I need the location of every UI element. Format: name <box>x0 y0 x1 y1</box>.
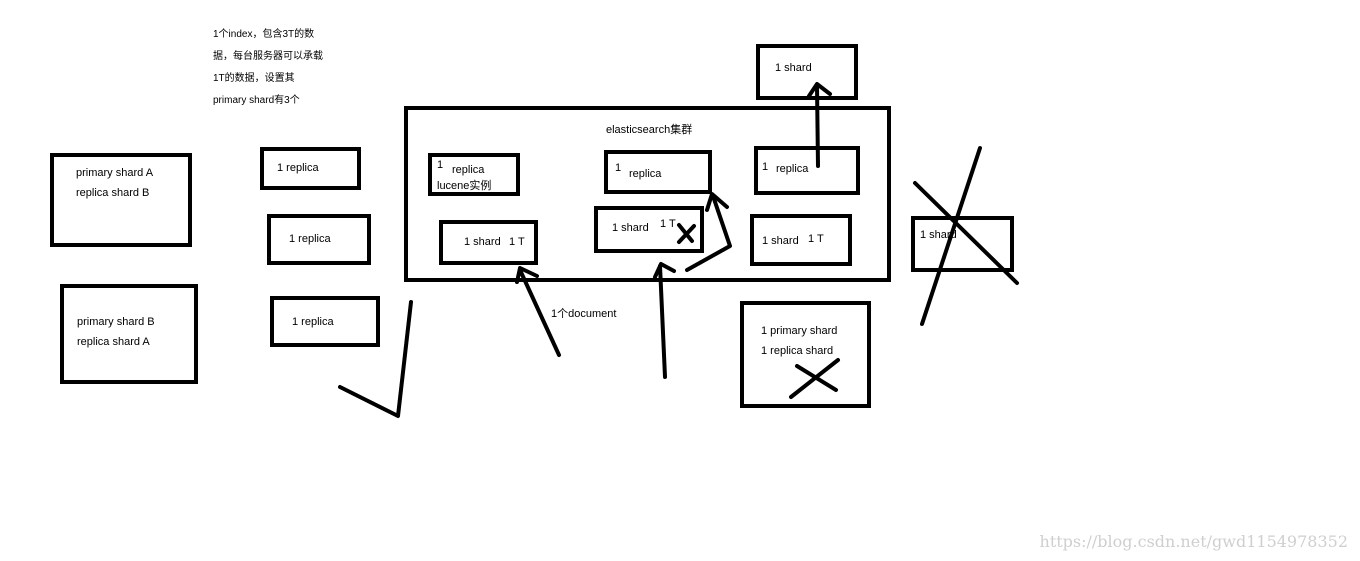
replica-right-num: 1 <box>762 161 769 173</box>
shard-mid-box <box>594 206 704 253</box>
shard-right-box <box>750 214 852 266</box>
top-shard-label: 1 shard <box>775 62 812 74</box>
node-box-a-line2: replica shard B <box>76 187 150 199</box>
shard-left-label: 1 shard <box>464 236 501 248</box>
watermark: https://blog.csdn.net/gwd1154978352 <box>1039 532 1348 551</box>
arrow-up-icon <box>658 264 667 379</box>
replica-right-box <box>754 146 860 195</box>
document-label: 1个document <box>551 308 617 320</box>
cross-icon <box>677 223 696 244</box>
primary-replica-box <box>740 301 871 408</box>
shard-right-size: 1 T <box>808 233 824 245</box>
arrow-up-icon <box>815 84 820 168</box>
note-line: 据，每台服务器可以承载 <box>213 51 323 62</box>
cluster-box <box>404 106 891 282</box>
cross-icon <box>789 358 840 399</box>
replica-box-2-label: 1 replica <box>289 233 331 245</box>
shard-left-size: 1 T <box>509 236 525 248</box>
replica-mid-box <box>604 150 712 194</box>
crossed-shard-label: 1 shard <box>920 229 957 241</box>
big-cross-icon <box>913 146 1019 326</box>
replica-right-label: replica <box>776 163 809 175</box>
arrow-up-icon <box>518 268 561 357</box>
cluster-title: elasticsearch集群 <box>606 124 693 136</box>
replica-box-3 <box>270 296 380 347</box>
replica-box-3-label: 1 replica <box>292 316 334 328</box>
shard-mid-label: 1 shard <box>612 222 649 234</box>
description-note: 1个index，包含3T的数 据，每台服务器可以承载 1T的数据，设置其 pri… <box>213 24 353 112</box>
note-line: 1个index，包含3T的数 <box>213 29 315 40</box>
crossed-shard-box <box>911 216 1014 272</box>
primary-replica-line1: 1 primary shard <box>761 325 838 337</box>
node-box-a <box>50 153 192 247</box>
replica-mid-num: 1 <box>615 162 622 174</box>
replica-mid-label: replica <box>629 168 662 180</box>
replica-box-1-label: 1 replica <box>277 162 319 174</box>
checkmark-icon <box>338 300 413 418</box>
node-box-b <box>60 284 198 384</box>
replica-lucene-num: 1 <box>437 159 444 171</box>
shard-right-label: 1 shard <box>762 235 799 247</box>
node-box-b-line1: primary shard B <box>77 316 155 328</box>
replica-lucene-label: replica <box>452 164 485 176</box>
note-line: primary shard有3个 <box>213 95 300 106</box>
shard-mid-size: 1 T <box>660 218 676 230</box>
shard-left-box <box>439 220 538 265</box>
primary-replica-line2: 1 replica shard <box>761 345 834 357</box>
node-box-b-line2: replica shard A <box>77 336 150 348</box>
lucene-instance-label: lucene实例 <box>437 180 492 192</box>
note-line: 1T的数据，设置其 <box>213 73 295 84</box>
replica-box-1 <box>260 147 361 190</box>
replica-box-2 <box>267 214 371 265</box>
top-shard-box <box>756 44 858 100</box>
arrow-curve-icon <box>685 194 732 272</box>
replica-lucene-box <box>428 153 520 196</box>
node-box-a-line1: primary shard A <box>76 167 154 179</box>
